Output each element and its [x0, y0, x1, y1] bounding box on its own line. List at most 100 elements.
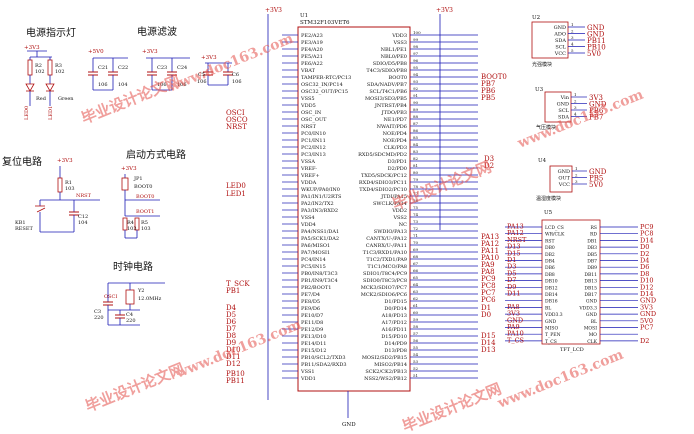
mcu-right-pin-number: 94	[413, 72, 419, 77]
mcu-left-pin-label: PA6/MISO1	[301, 243, 330, 249]
net-led1: LED1	[226, 190, 246, 198]
mcu-right-pin-label: MISO2/PB14	[374, 362, 407, 368]
mcu-left-pin-label: PB11/SDA2/RXD3	[301, 362, 347, 368]
u2-pin-number: 3	[571, 35, 574, 40]
mcu-left-pin-label: PC4/IN14	[301, 257, 326, 263]
led-red	[25, 83, 35, 92]
mcu-right-pin-label: SCK2/CK2/PB13	[365, 369, 407, 375]
u5-left-net-label: D13	[507, 243, 520, 251]
u5-right-pin-label: MOSI	[584, 326, 597, 332]
u2-net-label: GND	[587, 24, 605, 32]
mcu-left-pin-label: VDD5	[300, 103, 316, 109]
mcu-right-pin-label: SDIO1/T8C4/PC9	[363, 271, 407, 277]
c21-value: 106	[98, 82, 108, 88]
mcu-right-pin-number: 51	[413, 373, 418, 378]
u3-pin-number: 4	[574, 112, 577, 117]
net-boot0: BOOT0	[481, 73, 507, 81]
mcu-right-pin-label: SWDIO/PA13	[374, 229, 407, 235]
u4-pin-label: VCC	[558, 182, 570, 188]
mcu-left-pin-label: PA5/SCK1/DA2	[301, 236, 339, 242]
mcu-left-pin-label: VSS5	[300, 96, 315, 102]
u5-desc: TFT_LCD	[560, 347, 584, 353]
mcu-left-pins: PE2/A23PE3/A19PE4/A20PE5/A21PE6/A22VBATT…	[282, 33, 351, 382]
u2-net-label: PB11	[587, 37, 606, 45]
net-pa12: PA12	[481, 240, 499, 248]
u2-desc: 光强模块	[532, 61, 552, 68]
u5-left-net-label: D5	[507, 269, 516, 277]
mcu-left-pin-label: PB10/SCL2/TXD3	[301, 355, 346, 361]
u5-left-pin-label: DB14	[545, 292, 558, 298]
u5-left-net-label: D7	[507, 276, 516, 284]
u5-right-net-label: 5V0	[640, 317, 653, 325]
mcu-right-pin-label: A17/PD12	[381, 320, 407, 326]
mcu-right-pin-number: 75	[413, 205, 419, 210]
r5-ref: R5	[141, 220, 148, 226]
u5-left-pin-label: DB6	[545, 265, 555, 271]
mcu-right-pin-number: 55	[413, 345, 419, 350]
mcu-left-pin-label: PA1/IN1/U2RTS	[301, 194, 342, 200]
r4-ref: R4	[127, 220, 134, 226]
mcu-ref: U1	[300, 13, 308, 19]
u3-body	[544, 91, 572, 123]
net-pc8: PC8	[481, 282, 496, 290]
u3-desc: 气压模块	[536, 124, 556, 131]
u5-left-pin-label: BL	[545, 305, 551, 311]
u5-right-pin-label: GND	[586, 299, 598, 305]
mcu-left-pin-label: PE2/A23	[301, 33, 323, 39]
reset-nrst-net: NRST	[76, 193, 92, 199]
c4-value: 220	[126, 318, 136, 324]
mcu-right-pin-number: 96	[413, 58, 419, 63]
u5-left-net-label: PA10	[507, 330, 524, 338]
v5-label: +5V0	[88, 49, 104, 55]
u5-left-pin-label: DB12	[545, 285, 558, 291]
mcu-left-pin-label: PE11/D8	[301, 320, 323, 326]
u2-pin-number: 4	[571, 42, 574, 47]
u5-left-pin-label: T_PEN	[545, 332, 561, 338]
boot-mode-circuit: +3V3 JP1 BOOT0 BOOT0 BOOT1 R4 103 R5 103	[121, 166, 160, 239]
u2-pin-label: SCL	[555, 45, 566, 51]
title-power-filter: 电源滤波	[137, 25, 177, 38]
mcu-vcc-right: +3V3	[436, 7, 453, 14]
u2-net-label: GND	[587, 31, 605, 39]
r5-value: 103	[141, 226, 151, 232]
c24-ref: C24	[177, 65, 187, 71]
mcu-left-pin-label: PA3/IN3/RXD2	[301, 208, 338, 214]
mcu-left-pin-label: PE10/D7	[301, 313, 323, 319]
u5-left-net-label: D9	[507, 283, 516, 291]
mcu-right-pin-number: 90	[413, 100, 419, 105]
mcu-right-pin-label: NBL1/PE1	[381, 47, 407, 53]
mcu-right-pin-number: 59	[413, 317, 419, 322]
mcu-right-pin-label: NE1/PD7	[384, 117, 407, 123]
mcu-right-pin-number: 93	[413, 79, 419, 84]
net-pa13: PA13	[481, 233, 499, 241]
mcu-left-pin-label: PE5/A21	[301, 54, 323, 60]
net-d15: D15	[481, 332, 496, 340]
u5-left-net-label: D3	[507, 263, 516, 271]
u3-pin-number: 2	[574, 99, 577, 104]
c3-ref: C3	[94, 309, 101, 315]
led-green-label: Green	[58, 96, 74, 102]
u5-left-pin-label: GND	[545, 319, 557, 325]
mcu-right-pin-number: 63	[413, 289, 419, 294]
mcu-right-pin-label: JTDI/PA15	[380, 194, 407, 200]
v33-label-filter2: +3V3	[201, 55, 217, 61]
u5-right-pin-label: BL	[591, 319, 597, 325]
u3-pin-label: Vin	[560, 95, 570, 101]
u2-pin-label: VCC	[554, 51, 566, 57]
u5-right-pin-label: DB17	[584, 292, 597, 298]
mcu-right-pin-number: 74	[413, 212, 419, 217]
net-pb7: PB7	[481, 80, 495, 88]
mcu-right-pin-number: 70	[413, 240, 419, 245]
u5-right-net-label: D6	[640, 263, 649, 271]
mcu-left-pin-label: VDD1	[300, 376, 316, 382]
u4-pin-label: OUT	[558, 176, 570, 182]
u5-right-pin-label: DB1	[587, 238, 597, 244]
mcu-right-pin-number: 68	[413, 254, 419, 259]
u5-left-pin-label: RST	[545, 238, 554, 244]
u5-left-pin-label: DB0	[545, 245, 555, 251]
mcu-right-pin-label: SDA/NADV/PB7	[367, 82, 407, 88]
c24-value: 106	[177, 82, 187, 88]
c4-ref: C4	[126, 312, 133, 318]
clock-circuit: OSCI Y2 12.0MHz C3 220 C4 220	[94, 282, 165, 326]
u5-right-net-label: GND	[640, 297, 656, 305]
